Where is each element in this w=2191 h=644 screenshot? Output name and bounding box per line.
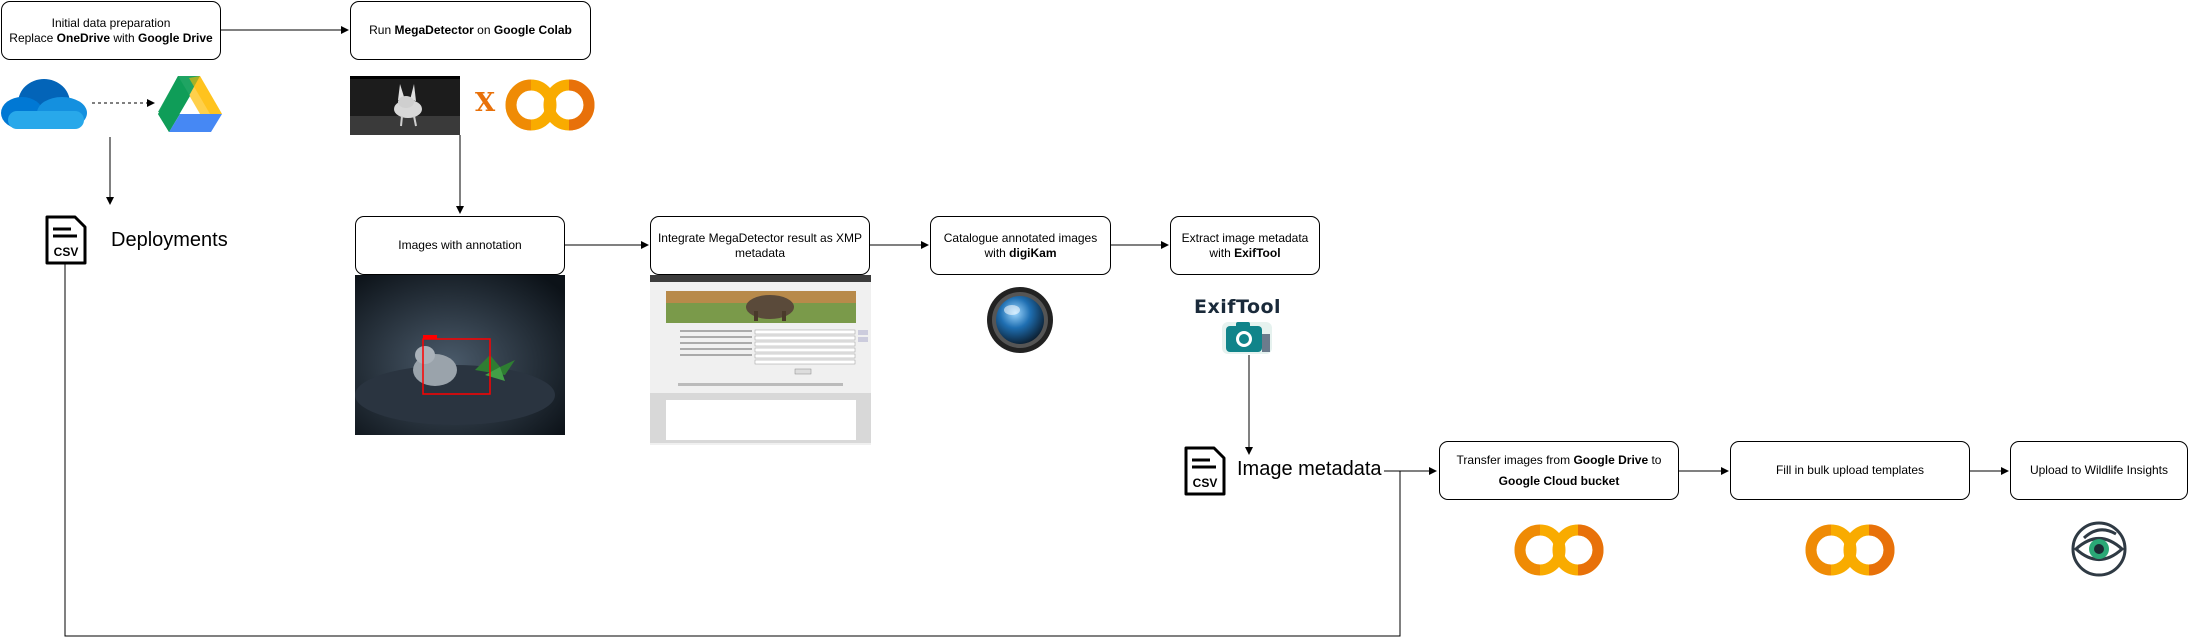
- times-glyph: X: [475, 88, 496, 118]
- csv-file-icon: CSV: [45, 215, 87, 265]
- megadetector-sample-photo: [350, 76, 460, 135]
- edge-deployments-transfer: [64, 263, 1401, 637]
- digikam-icon: [987, 287, 1053, 353]
- run-megadetector: MegaDetector: [394, 23, 474, 37]
- xmp-tool-screenshot: [650, 275, 871, 445]
- node-fill-templates: Fill in bulk upload templates: [1730, 441, 1970, 500]
- node-upload-wildlife-insights: Upload to Wildlife Insights: [2010, 441, 2188, 500]
- google-drive-icon: [158, 76, 222, 132]
- node-initial-data-preparation: Initial data preparation Replace OneDriv…: [1, 1, 221, 60]
- upload-text: Upload to Wildlife Insights: [2029, 463, 2169, 477]
- annotated-camera-trap-photo: [355, 275, 565, 435]
- exiftool-logo-text: ExifTool: [1194, 296, 1282, 318]
- node-images-with-annotation: Images with annotation: [355, 216, 565, 275]
- node-integrate-xmp: Integrate MegaDetector result as XMP met…: [650, 216, 870, 275]
- annot-text: Images with annotation: [398, 238, 522, 252]
- prep-line1: Initial data preparation: [51, 15, 171, 30]
- catalogue-digikam: digiKam: [1009, 245, 1057, 260]
- csv-label: CSV: [1192, 476, 1218, 490]
- node-extract-exiftool: Extract image metadata with ExifTool: [1170, 216, 1320, 275]
- catalogue-pre: with: [984, 245, 1010, 260]
- prep-onedrive: OneDrive: [56, 30, 111, 45]
- extract-pre: with: [1209, 245, 1235, 260]
- transfer-bucket: Google Cloud bucket: [1498, 473, 1620, 488]
- transfer-pre: Transfer images from: [1456, 452, 1574, 467]
- csv-label: CSV: [53, 245, 79, 259]
- wildlife-insights-icon: [2071, 521, 2127, 577]
- prep-gdrive: Google Drive: [138, 30, 213, 45]
- deployments-label: Deployments: [111, 229, 228, 251]
- run-mid: on: [473, 23, 494, 37]
- prep-line2-a: Replace: [9, 30, 57, 45]
- catalogue-line1: Catalogue annotated images: [943, 230, 1098, 245]
- extract-line1: Extract image metadata: [1181, 230, 1309, 245]
- exiftool-icon: ExifTool: [1190, 296, 1300, 356]
- csv-file-icon: CSV: [1184, 446, 1226, 496]
- integrate-text: Integrate MegaDetector result as XMP met…: [657, 230, 863, 260]
- node-catalogue-digikam: Catalogue annotated images with digiKam: [930, 216, 1111, 275]
- node-transfer-images: Transfer images from Google Drive to Goo…: [1439, 441, 1679, 500]
- colab-icon: [1805, 524, 1895, 576]
- transfer-mid: to: [1648, 452, 1662, 467]
- run-colab: Google Colab: [493, 23, 572, 37]
- colab-icon: [1514, 524, 1604, 576]
- transfer-gdrive: Google Drive: [1573, 452, 1649, 467]
- prep-line2-b: with: [110, 30, 139, 45]
- node-run-megadetector: Run MegaDetector on Google Colab: [350, 1, 591, 60]
- run-pre: Run: [369, 23, 395, 37]
- image-metadata-label: Image metadata: [1237, 458, 1382, 480]
- onedrive-icon: [1, 79, 87, 129]
- extract-exiftool: ExifTool: [1234, 245, 1281, 260]
- fill-text: Fill in bulk upload templates: [1775, 463, 1925, 477]
- colab-icon: [505, 79, 595, 131]
